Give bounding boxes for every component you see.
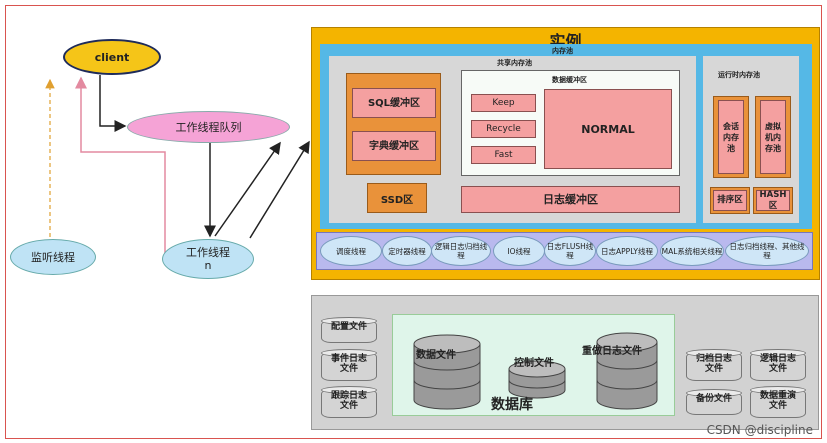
thread-logic-log-archive: 逻辑日志归档线程 xyxy=(431,236,491,266)
backup-file-label: 备份文件 xyxy=(695,394,732,404)
backup-file: 备份文件 xyxy=(686,389,742,415)
logic-log-label: 逻辑日志文件 xyxy=(759,354,796,374)
db-cylinders xyxy=(413,332,658,410)
shared-pool-label: 共享内存池 xyxy=(497,59,532,67)
redo-file-label: 重做日志文件 xyxy=(582,346,642,357)
monitor-thread-node: 监听线程 xyxy=(10,239,96,275)
log-buffer: 日志缓冲区 xyxy=(461,186,680,213)
archive-log-file: 归档日志文件 xyxy=(686,349,742,381)
data-file-label: 数据文件 xyxy=(416,350,456,361)
vm-pool: 虚拟机内存池 xyxy=(760,100,786,174)
logic-log-file: 逻辑日志文件 xyxy=(750,349,806,381)
data-file-cylinder xyxy=(413,334,481,410)
watermark: CSDN @discipline xyxy=(706,423,813,437)
replay-file: 数据重演文件 xyxy=(750,386,806,418)
config-file: 配置文件 xyxy=(321,317,377,343)
worker-thread-node: 工作线程 n xyxy=(162,239,254,279)
event-log-label: 事件日志文件 xyxy=(330,354,367,374)
thread-log-apply: 日志APPLY线程 xyxy=(596,236,658,266)
worker-to-instance-arrow xyxy=(249,140,310,239)
worker-queue-node: 工作线程队列 xyxy=(127,111,290,143)
worker-to-queue-arrow xyxy=(214,141,281,237)
monitor-to-queue-arrow xyxy=(75,76,166,257)
dict-buffer: 字典缓冲区 xyxy=(352,131,436,161)
keep-pool: Keep xyxy=(471,94,536,112)
recycle-pool: Recycle xyxy=(471,120,536,138)
thread-timer: 定时器线程 xyxy=(382,236,432,266)
thread-io: IO线程 xyxy=(493,236,545,266)
control-file-cylinder xyxy=(508,360,566,399)
data-buffer-label: 数据缓冲区 xyxy=(552,76,587,84)
redo-file-cylinder xyxy=(596,332,658,410)
trace-log-label: 跟踪日志文件 xyxy=(330,391,367,411)
worker-thread-label: 工作线程 xyxy=(186,246,230,259)
worker-thread-index: n xyxy=(204,259,212,272)
runtime-pool-label: 运行时内存池 xyxy=(718,71,760,79)
sql-buffer: SQL缓冲区 xyxy=(352,88,436,118)
database-title: 数据库 xyxy=(491,397,533,413)
session-pool: 会话内存池 xyxy=(718,100,744,174)
thread-log-archive-other: 日志归档线程、其他线程 xyxy=(725,236,809,266)
replay-file-label: 数据重演文件 xyxy=(759,391,796,411)
trace-log-file: 跟踪日志文件 xyxy=(321,386,377,418)
event-log-file: 事件日志文件 xyxy=(321,349,377,381)
memory-pool-label: 内存池 xyxy=(552,47,573,55)
normal-pool: NORMAL xyxy=(544,89,672,169)
archive-log-label: 归档日志文件 xyxy=(695,354,732,374)
hash-area: HASH区 xyxy=(756,190,790,211)
outer-frame xyxy=(5,5,822,439)
thread-log-flush: 日志FLUSH线程 xyxy=(544,236,596,266)
client-to-queue-arrow xyxy=(99,75,127,132)
control-file-label: 控制文件 xyxy=(514,358,554,369)
fast-pool: Fast xyxy=(471,146,536,164)
thread-mal: MAL系统相关线程 xyxy=(660,236,724,266)
sort-area: 排序区 xyxy=(713,190,747,211)
thread-dispatch: 调度线程 xyxy=(320,236,382,266)
ssd-area: SSD区 xyxy=(367,183,427,213)
config-file-label: 配置文件 xyxy=(330,322,367,332)
client-node: client xyxy=(63,39,161,75)
